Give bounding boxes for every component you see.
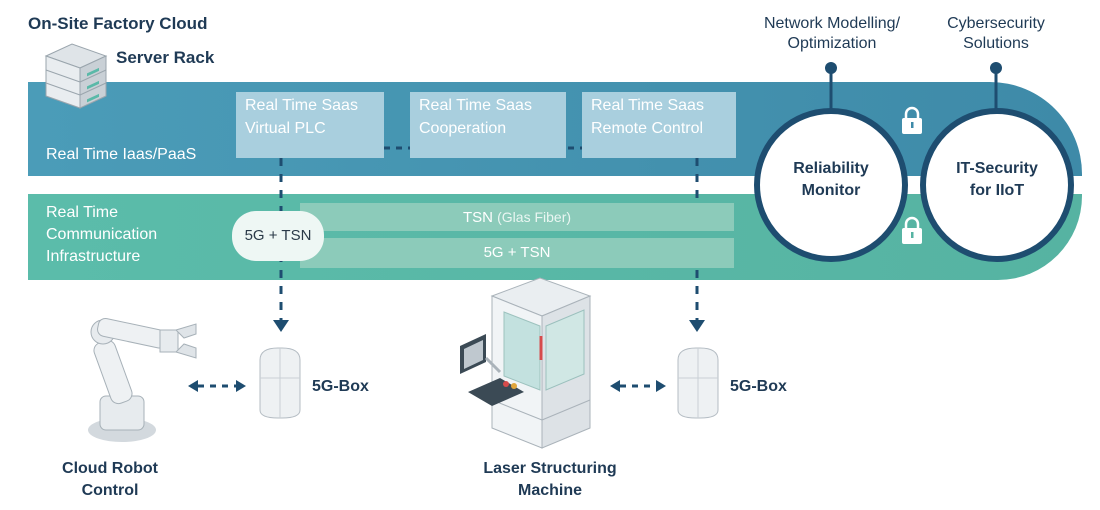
network-modelling-line-2: Optimization [787,35,877,52]
saas-box-subtitle: Cooperation [419,120,507,137]
laser-label: Laser Structuring Machine [460,458,640,502]
server-rack-label: Server Rack [116,48,215,67]
saas-box-title: Real Time Saas [245,97,358,114]
cybersecurity-label: Cybersecurity Solutions [928,14,1064,54]
tsn-strip: TSN (Glas Fiber) [300,203,734,231]
iaas-layer-label: Real Time Iaas/PaaS [46,146,197,163]
laser-line-1: Laser Structuring [483,460,617,477]
robot-line-2: Control [81,482,139,499]
saas-box-cooperation: Real Time Saas Cooperation [410,92,566,158]
security-line-1: IT-Security [956,160,1038,177]
cybersecurity-line-1: Cybersecurity [947,15,1045,32]
page-title: On-Site Factory Cloud [28,14,208,33]
5g-box-right-label: 5G-Box [730,378,787,395]
saas-box-remote-control: Real Time Saas Remote Control [582,92,736,158]
saas-box-title: Real Time Saas [419,97,532,114]
laser-line-2: Machine [517,482,582,499]
fiveg-tsn-strip: 5G + TSN [300,238,734,268]
communication-layer-label: Real Time Communication Infrastructure [46,202,157,268]
robot-label: Cloud Robot Control [40,458,180,502]
communication-line-3: Infrastructure [46,248,141,265]
network-modelling-line-1: Network Modelling/ [763,15,901,32]
tsn-note: (Glas Fiber) [497,209,572,225]
cybersecurity-line-2: Solutions [963,35,1029,52]
reliability-monitor-circle: Reliability Monitor [754,108,908,262]
security-line-2: for IIoT [969,182,1025,199]
network-modelling-label: Network Modelling/ Optimization [752,14,912,54]
5g-box-left-label: 5G-Box [312,378,369,395]
lock-icon [902,216,922,244]
saas-box-title: Real Time Saas [591,97,704,114]
reliability-line-2: Monitor [801,182,861,199]
saas-box-subtitle: Virtual PLC [245,120,326,137]
5g-box-right-icon [677,347,719,419]
communication-line-1: Real Time [46,204,119,221]
saas-box-virtual-plc: Real Time Saas Virtual PLC [236,92,384,158]
fiveg-tsn-label: 5G + TSN [483,244,551,261]
robot-link [188,380,246,392]
it-security-circle: IT-Security for IIoT [920,108,1074,262]
server-rack-icon [44,43,108,109]
robot-arm-icon [88,317,197,442]
laser-machine-icon [460,277,592,449]
laser-link [610,380,666,392]
robot-line-1: Cloud Robot [62,460,158,477]
5g-box-left-icon [259,347,301,419]
lock-icon [902,106,922,134]
fiveg-tsn-pill: 5G + TSN [232,211,324,261]
reliability-line-1: Reliability [793,160,869,177]
communication-line-2: Communication [46,226,158,243]
saas-box-subtitle: Remote Control [591,120,704,137]
tsn-label: TSN [462,209,493,226]
